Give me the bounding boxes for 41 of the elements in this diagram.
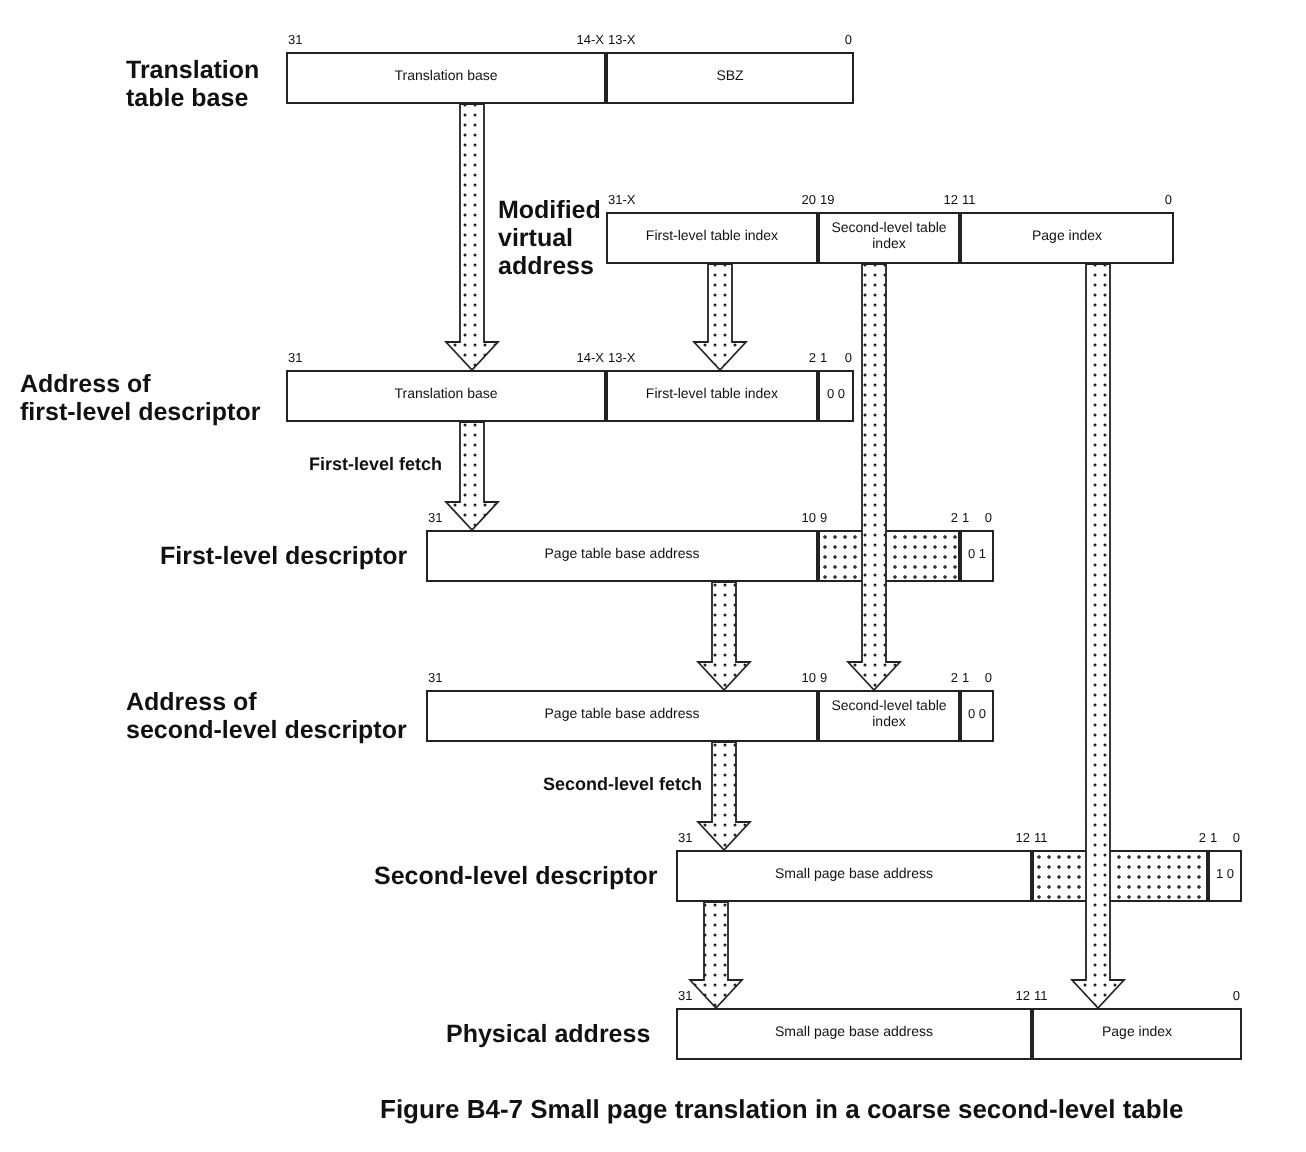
- bit-field: [606, 212, 818, 264]
- register-heading: Address of first-level descriptor: [20, 372, 263, 427]
- register-heading: First-level descriptor: [160, 544, 410, 572]
- block-arrow: [443, 421, 501, 532]
- bit-field: [960, 690, 994, 742]
- register-layout: [126, 32, 854, 104]
- bit-field: [426, 690, 818, 742]
- register-layout: [446, 988, 1242, 1062]
- bit-field: [960, 212, 1174, 264]
- register-heading: Translation table base: [126, 58, 262, 113]
- edge-label: Second-level fetch: [540, 774, 704, 794]
- bit-field: [960, 530, 994, 582]
- bit-field: [426, 530, 818, 582]
- bit-field: [1208, 850, 1242, 902]
- block-arrow: [845, 263, 903, 692]
- bit-field: [606, 370, 818, 422]
- register-heading: Modified virtual address: [498, 198, 603, 281]
- block-arrow: [695, 581, 753, 692]
- bit-field: [818, 212, 960, 264]
- figure-caption: Figure B4-7 Small page translation in a coarse second-level table: [380, 1094, 1184, 1124]
- block-arrow: [1069, 263, 1127, 1010]
- register-layout: [20, 350, 854, 422]
- register-heading: Second-level descriptor: [374, 864, 660, 892]
- register-heading: Address of second-level descriptor: [126, 690, 409, 745]
- register-layout: [374, 830, 1242, 904]
- bit-field: [818, 690, 960, 742]
- bit-field: [818, 370, 854, 422]
- block-arrow: [691, 263, 749, 372]
- block-arrow: [695, 741, 753, 852]
- bit-field: [286, 370, 606, 422]
- bit-field: [676, 850, 1032, 902]
- bit-field: [606, 52, 854, 104]
- bit-field: [286, 52, 606, 104]
- bit-field: [1032, 1008, 1242, 1060]
- bit-field: [676, 1008, 1032, 1060]
- register-layout: [160, 510, 994, 584]
- register-layout: [126, 670, 994, 742]
- block-arrow: [443, 103, 501, 372]
- block-arrow: [687, 901, 745, 1010]
- register-heading: Physical address: [446, 1022, 653, 1050]
- edge-label: First-level fetch: [306, 454, 444, 474]
